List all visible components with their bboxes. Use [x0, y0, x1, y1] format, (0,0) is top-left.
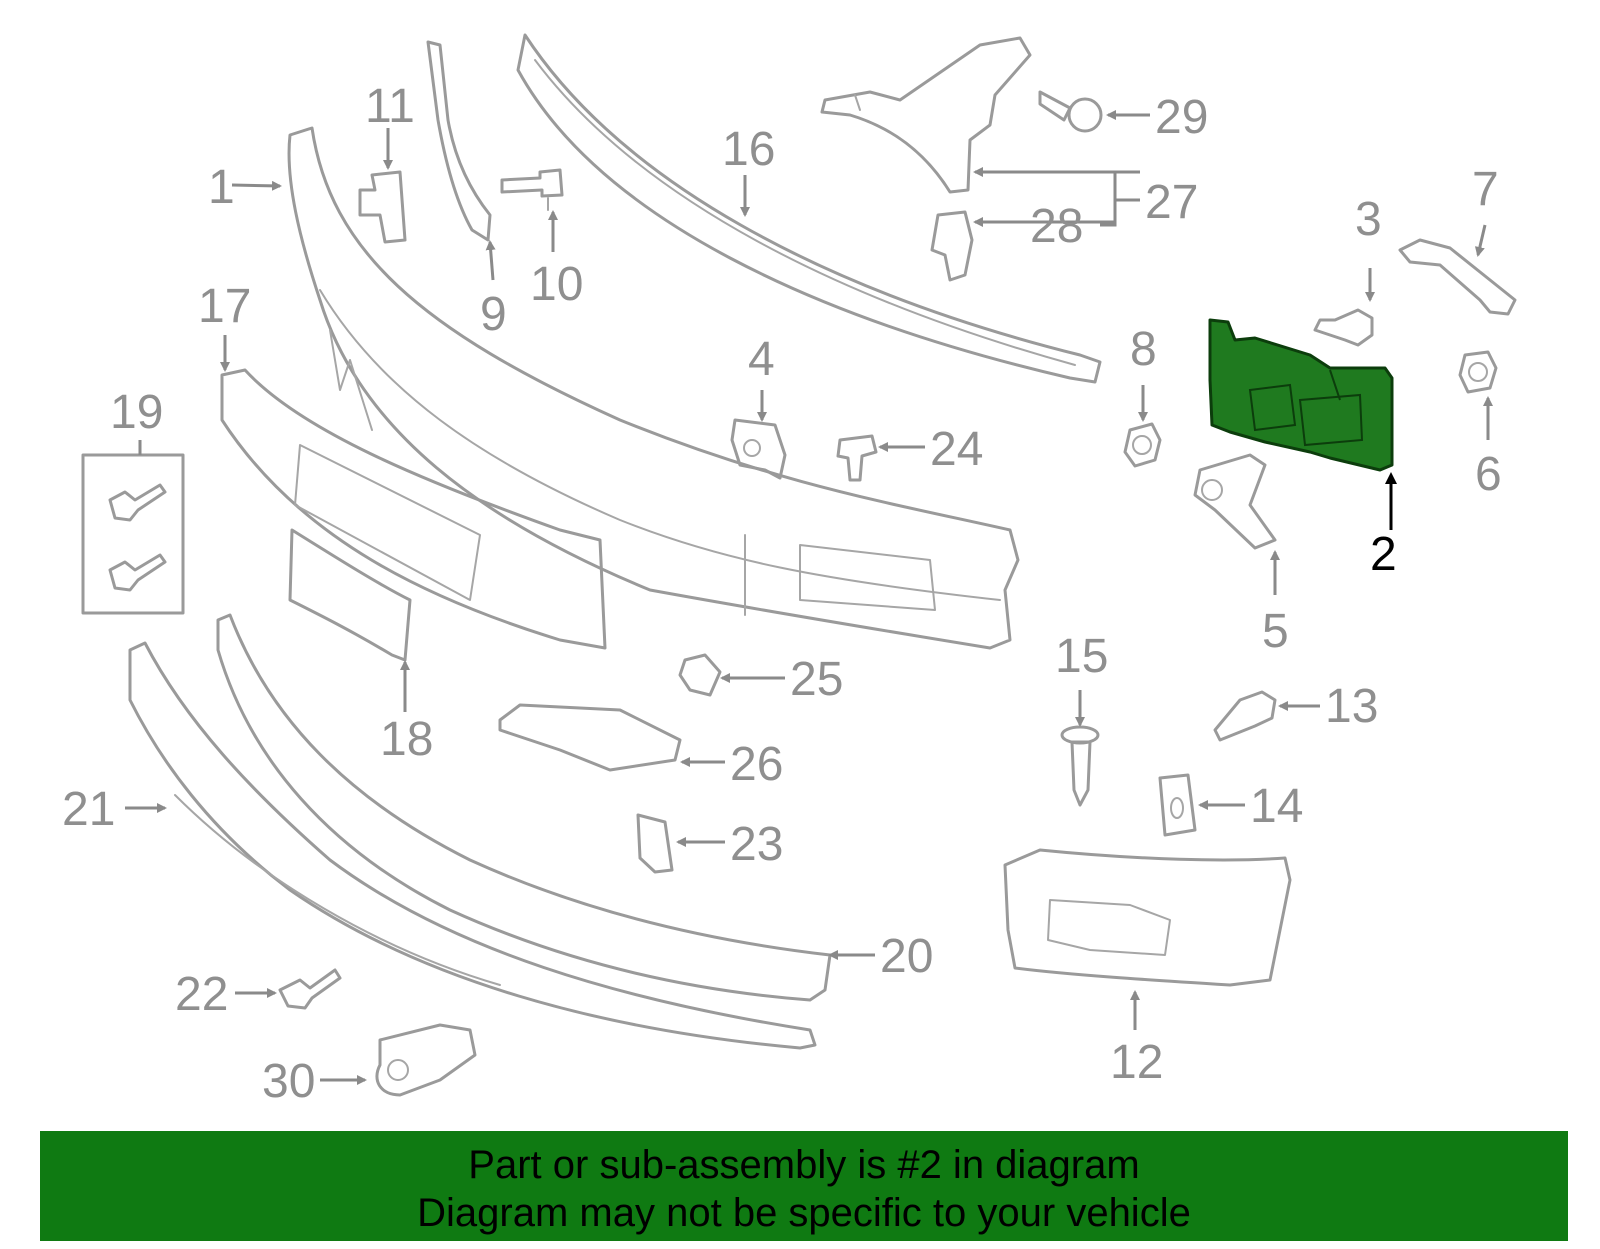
- part-30-tow-hook: [375, 1023, 477, 1097]
- part-5-mount: [1193, 453, 1277, 550]
- callout-24: 24: [930, 423, 983, 476]
- callout-19: 19: [110, 386, 163, 439]
- callout-28: 28: [1030, 200, 1083, 253]
- callout-13: 13: [1325, 680, 1378, 733]
- part-8-nut: [1123, 422, 1162, 468]
- part-7-rod: [1398, 238, 1517, 316]
- banner-line-2: Diagram may not be specific to your vehi…: [417, 1191, 1191, 1235]
- callout-9: 9: [480, 288, 507, 341]
- callout-10: 10: [530, 258, 583, 311]
- part-16-reinforcement-bar: [516, 33, 1102, 384]
- callout-3: 3: [1355, 193, 1382, 246]
- part-3-bolt: [1313, 308, 1374, 347]
- callout-lines: [125, 110, 1493, 1085]
- part-14-nut-plate: [1158, 773, 1197, 837]
- part-21-lower-valance: [128, 641, 817, 1050]
- callout-11: 11: [365, 80, 415, 133]
- callout-numbers: 1 2 3 4 5 6 7 8 9 10 11 12 13 14 15 16 1…: [62, 80, 1502, 1108]
- callout-20: 20: [880, 930, 933, 983]
- callout-25: 25: [790, 653, 843, 706]
- callout-14: 14: [1250, 780, 1303, 833]
- part-20-air-deflector: [216, 613, 832, 1002]
- part-12-end-cap: [1003, 848, 1292, 987]
- part-10-bolt: [500, 168, 564, 211]
- part-28-bracket: [930, 210, 974, 282]
- part-11-clip: [358, 170, 407, 244]
- callout-4: 4: [748, 333, 775, 386]
- callout-6: 6: [1475, 448, 1502, 501]
- part-29-fastener: [1038, 90, 1103, 133]
- part-19-bolt-kit: [81, 453, 185, 615]
- part-22-bolt: [278, 968, 342, 1010]
- callout-23: 23: [730, 818, 783, 871]
- banner-line-1: Part or sub-assembly is #2 in diagram: [468, 1143, 1140, 1187]
- callout-17: 17: [198, 280, 251, 333]
- part-23-clip: [636, 813, 674, 874]
- callout-29: 29: [1155, 91, 1208, 144]
- part-26-bracket: [498, 703, 682, 772]
- callout-8: 8: [1130, 323, 1157, 376]
- part-15-pushpin: [1060, 725, 1100, 807]
- callout-2: 2: [1370, 528, 1397, 581]
- callout-27: 27: [1145, 176, 1198, 229]
- callout-18: 18: [380, 713, 433, 766]
- part-9-bracket: [426, 40, 492, 242]
- callout-12: 12: [1110, 1036, 1163, 1089]
- callout-16: 16: [722, 123, 775, 176]
- parts-diagram: 1 2 3 4 5 6 7 8 9 10 11 12 13 14 15 16 1…: [62, 33, 1517, 1108]
- part-27-bracket: [820, 36, 1032, 194]
- part-1-bumper-face-bar: [287, 126, 1020, 650]
- part-24-bolt: [836, 434, 878, 482]
- part-13-bolt: [1213, 690, 1277, 742]
- callout-22: 22: [175, 968, 228, 1021]
- part-17-bumper-support: [220, 368, 607, 650]
- part-25-clip: [678, 653, 722, 697]
- callout-7: 7: [1472, 163, 1499, 216]
- callout-21: 21: [62, 783, 115, 836]
- part-6-nut: [1458, 350, 1498, 394]
- callout-15: 15: [1055, 630, 1108, 683]
- callout-30: 30: [262, 1055, 315, 1108]
- part-2-highlighted-bracket: [1208, 318, 1394, 472]
- callout-26: 26: [730, 738, 783, 791]
- info-banner: Part or sub-assembly is #2 in diagram Di…: [40, 1131, 1568, 1241]
- part-18-license-bracket: [288, 528, 412, 662]
- callout-5: 5: [1262, 605, 1289, 658]
- callout-1: 1: [208, 161, 235, 214]
- part-4-clip: [730, 418, 787, 480]
